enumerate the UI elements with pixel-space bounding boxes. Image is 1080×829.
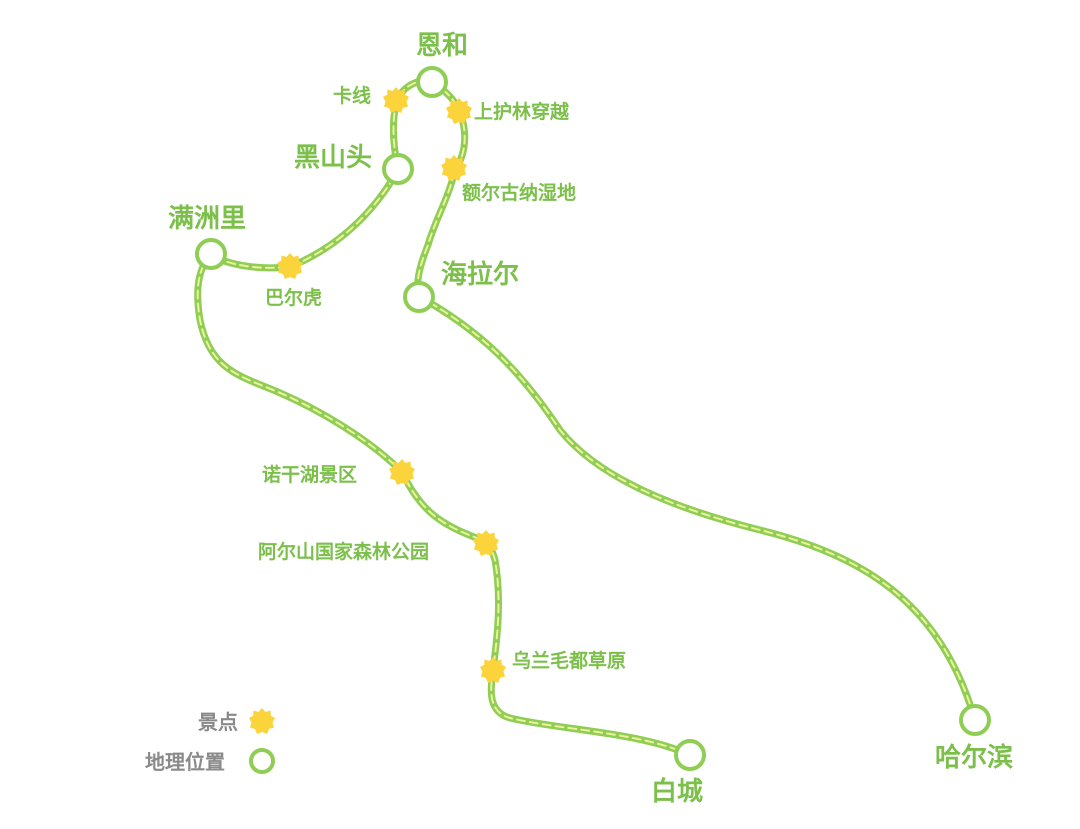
spot-label-wulanmaodu: 乌兰毛都草原 (512, 649, 626, 672)
legend-location-icon (249, 748, 275, 774)
route-line (194, 77, 979, 759)
city-labels: 恩和 黑山头 满洲里 海拉尔 哈尔滨 白城 (168, 31, 1013, 807)
city-label-enhe: 恩和 (416, 31, 468, 61)
legend-location-label: 地理位置 (145, 750, 225, 774)
city-node-heishantou (382, 153, 414, 185)
spot-label-baerhu: 巴尔虎 (265, 286, 322, 309)
spot-label-eerguna: 额尔古纳湿地 (462, 181, 576, 204)
city-label-baicheng: 白城 (651, 776, 703, 807)
spot-labels: 卡线 上护林穿越 额尔古纳湿地 巴尔虎 诺干湖景区 阿尔山国家森林公园 乌兰毛都… (258, 84, 626, 672)
city-node-baicheng (674, 739, 706, 771)
city-label-haerbin: 哈尔滨 (935, 742, 1013, 773)
city-label-manzhouli: 满洲里 (168, 204, 246, 234)
city-nodes (195, 66, 991, 771)
city-label-hailaer: 海拉尔 (441, 259, 519, 290)
spot-marker-shanghulin (446, 98, 472, 124)
spot-label-shanghulin: 上护林穿越 (474, 100, 570, 123)
route-path-dashes (196, 79, 976, 756)
spot-marker-wulanmaodu (480, 657, 506, 683)
spot-label-kaxian: 卡线 (333, 84, 371, 107)
legend: 景点 地理位置 (145, 708, 275, 774)
legend-spot-label: 景点 (198, 710, 238, 734)
city-node-manzhouli (195, 238, 227, 270)
city-node-enhe (416, 66, 448, 98)
city-node-hailaer (403, 281, 435, 313)
legend-spot-icon (249, 708, 275, 734)
spot-marker-baerhu (277, 253, 303, 279)
spot-label-aershan: 阿尔山国家森林公园 (258, 540, 429, 563)
spot-label-nuoganhu: 诺干湖景区 (262, 464, 357, 486)
city-label-heishantou: 黑山头 (294, 143, 372, 173)
city-node-haerbin (959, 704, 991, 736)
